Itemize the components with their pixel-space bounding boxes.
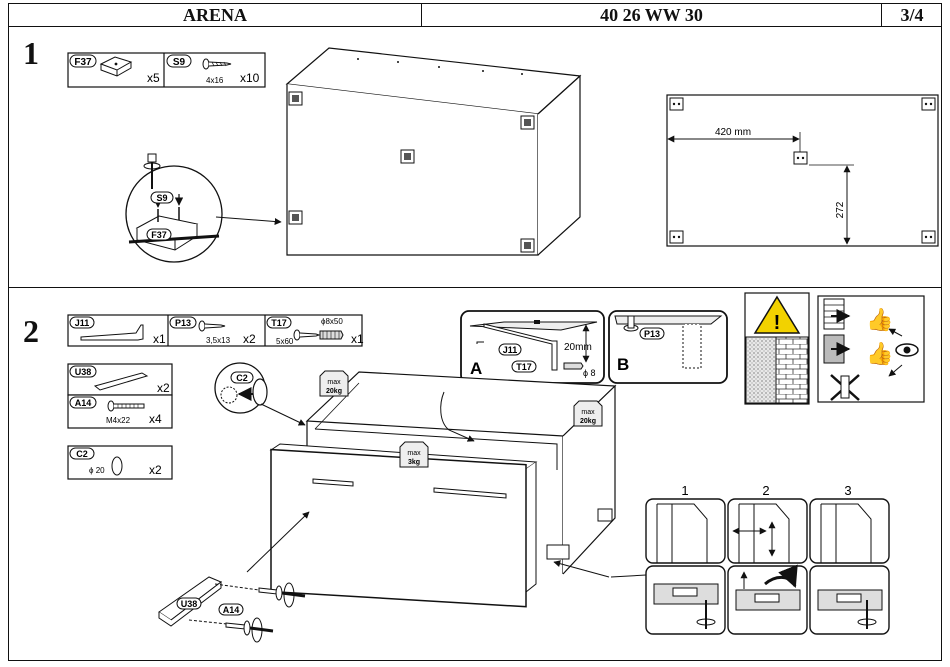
adjust-step-1: 1 bbox=[681, 483, 688, 498]
adjust-panel-1 bbox=[645, 498, 726, 635]
label-u38: U38 bbox=[181, 599, 198, 609]
part-qty: x2 bbox=[243, 332, 256, 346]
hinge-adjustment-steps: 1 2 3 bbox=[645, 483, 890, 635]
svg-text:20kg: 20kg bbox=[580, 418, 596, 425]
part-code: C2 bbox=[76, 449, 88, 459]
thumbs-up-icon: 👍 bbox=[866, 307, 893, 332]
part-code: T17 bbox=[271, 318, 287, 328]
step2-cabinet bbox=[269, 371, 647, 608]
step1-detail-view: S9 F37 bbox=[125, 153, 282, 263]
dimension-420: 420 mm bbox=[715, 127, 751, 138]
part-code: P13 bbox=[175, 318, 191, 328]
thumbs-up-icon: 👍 bbox=[866, 341, 893, 366]
inset-b-letter: B bbox=[617, 355, 629, 374]
part-spec: 3,5x13 bbox=[206, 336, 231, 345]
header-divider bbox=[421, 4, 423, 26]
step1-cabinet bbox=[285, 47, 582, 256]
part-p13: P13 3,5x13 x2 bbox=[169, 316, 256, 346]
part-code: J11 bbox=[75, 318, 90, 328]
page-number: 3/4 bbox=[900, 5, 924, 25]
load-tag-middle: max 3kg bbox=[399, 441, 429, 468]
adjust-step-3: 3 bbox=[844, 483, 851, 498]
header-bar: ARENA 40 26 WW 30 3/4 bbox=[9, 4, 941, 27]
part-j11: J11 x1 bbox=[69, 316, 166, 346]
part-code: U38 bbox=[75, 367, 92, 377]
inset-b-label-p13: P13 bbox=[644, 329, 660, 339]
load-tag-right: max 20kg bbox=[573, 400, 603, 427]
drawer bbox=[269, 443, 538, 608]
svg-text:!: ! bbox=[774, 312, 781, 334]
product-code: 40 26 WW 30 bbox=[600, 5, 703, 25]
section-divider bbox=[9, 287, 941, 288]
step-number-1: 1 bbox=[23, 35, 39, 71]
part-qty: x1 bbox=[351, 332, 364, 346]
inset-a-dim-20mm: 20mm bbox=[564, 342, 592, 353]
label-a14: A14 bbox=[223, 605, 240, 615]
part-code: F37 bbox=[74, 57, 92, 68]
step1-plan-view: 420 mm 272 bbox=[666, 94, 939, 247]
adjust-panel-2 bbox=[727, 498, 808, 635]
part-spec: M4x22 bbox=[106, 416, 131, 425]
inset-a: J11 T17 20mm ϕ 8 A bbox=[460, 310, 605, 384]
adjust-panel-3 bbox=[809, 498, 890, 635]
svg-text:20kg: 20kg bbox=[326, 388, 342, 395]
part-qty: x1 bbox=[153, 332, 166, 346]
drawer-handle-right bbox=[433, 487, 507, 499]
part-qty: x2 bbox=[149, 463, 162, 477]
part-f37: F37 x5 bbox=[69, 54, 160, 85]
warning-icon bbox=[753, 295, 801, 334]
part-qty: x5 bbox=[147, 71, 160, 85]
c2-label: C2 bbox=[236, 373, 248, 383]
part-c2: C2 ϕ 20 x2 bbox=[69, 447, 162, 477]
part-qty: x10 bbox=[240, 71, 260, 85]
svg-text:max: max bbox=[327, 379, 341, 386]
part-spec: 4x16 bbox=[206, 76, 224, 85]
instruction-page: ARENA 40 26 WW 30 3/4 1 2 bbox=[8, 3, 942, 661]
wall-fixing-warning: ! 👍 👍 bbox=[744, 292, 925, 405]
part-spec: ϕ 20 bbox=[89, 466, 105, 475]
svg-text:max: max bbox=[407, 450, 421, 457]
adjust-step-2: 2 bbox=[762, 483, 769, 498]
foot-pads bbox=[288, 91, 535, 253]
part-spec2: ϕ8x50 bbox=[321, 317, 343, 326]
handle-assembly-detail: U38 A14 bbox=[158, 511, 310, 643]
part-spec: 5x60 bbox=[276, 337, 294, 346]
c2-detail-view: C2 bbox=[214, 362, 306, 426]
inset-a-dim-dia: ϕ 8 bbox=[583, 368, 596, 378]
part-s9: S9 4x16 x10 bbox=[166, 54, 260, 85]
part-t17: T17 ϕ8x50 5x60 x1 bbox=[266, 316, 364, 346]
assembly-drawing: F37 x5 S9 4x16 x10 bbox=[67, 47, 939, 643]
svg-text:3kg: 3kg bbox=[408, 459, 420, 466]
part-qty: x2 bbox=[157, 381, 170, 395]
part-code: S9 bbox=[173, 57, 186, 68]
dimension-272: 272 bbox=[835, 201, 846, 218]
inset-a-letter: A bbox=[470, 359, 482, 378]
inset-b: P13 B bbox=[608, 310, 728, 384]
step2-parts-box-top: J11 x1 P13 3,5x13 x2 T17 ϕ8x50 5x60 bbox=[67, 314, 364, 347]
inset-a-label-t17: T17 bbox=[516, 362, 532, 372]
detail-label-f37: F37 bbox=[151, 230, 167, 240]
part-u38: U38 x2 bbox=[69, 365, 170, 395]
product-name: ARENA bbox=[182, 5, 247, 25]
inset-a-label-j11: J11 bbox=[503, 345, 518, 355]
part-code: A14 bbox=[75, 398, 92, 408]
load-tag-left: max 20kg bbox=[319, 370, 349, 397]
step-number-2: 2 bbox=[23, 313, 39, 349]
step1-parts-box: F37 x5 S9 4x16 x10 bbox=[67, 52, 266, 88]
part-a14: A14 M4x22 x4 bbox=[69, 396, 162, 426]
header-divider bbox=[881, 4, 883, 26]
step2-parts-box-left: U38 x2 A14 M4x22 x4 C2 ϕ 20 x2 bbox=[67, 363, 173, 480]
part-qty: x4 bbox=[149, 412, 162, 426]
svg-text:max: max bbox=[581, 409, 595, 416]
drawer-handle-left bbox=[312, 478, 354, 487]
detail-label-s9: S9 bbox=[156, 193, 167, 203]
